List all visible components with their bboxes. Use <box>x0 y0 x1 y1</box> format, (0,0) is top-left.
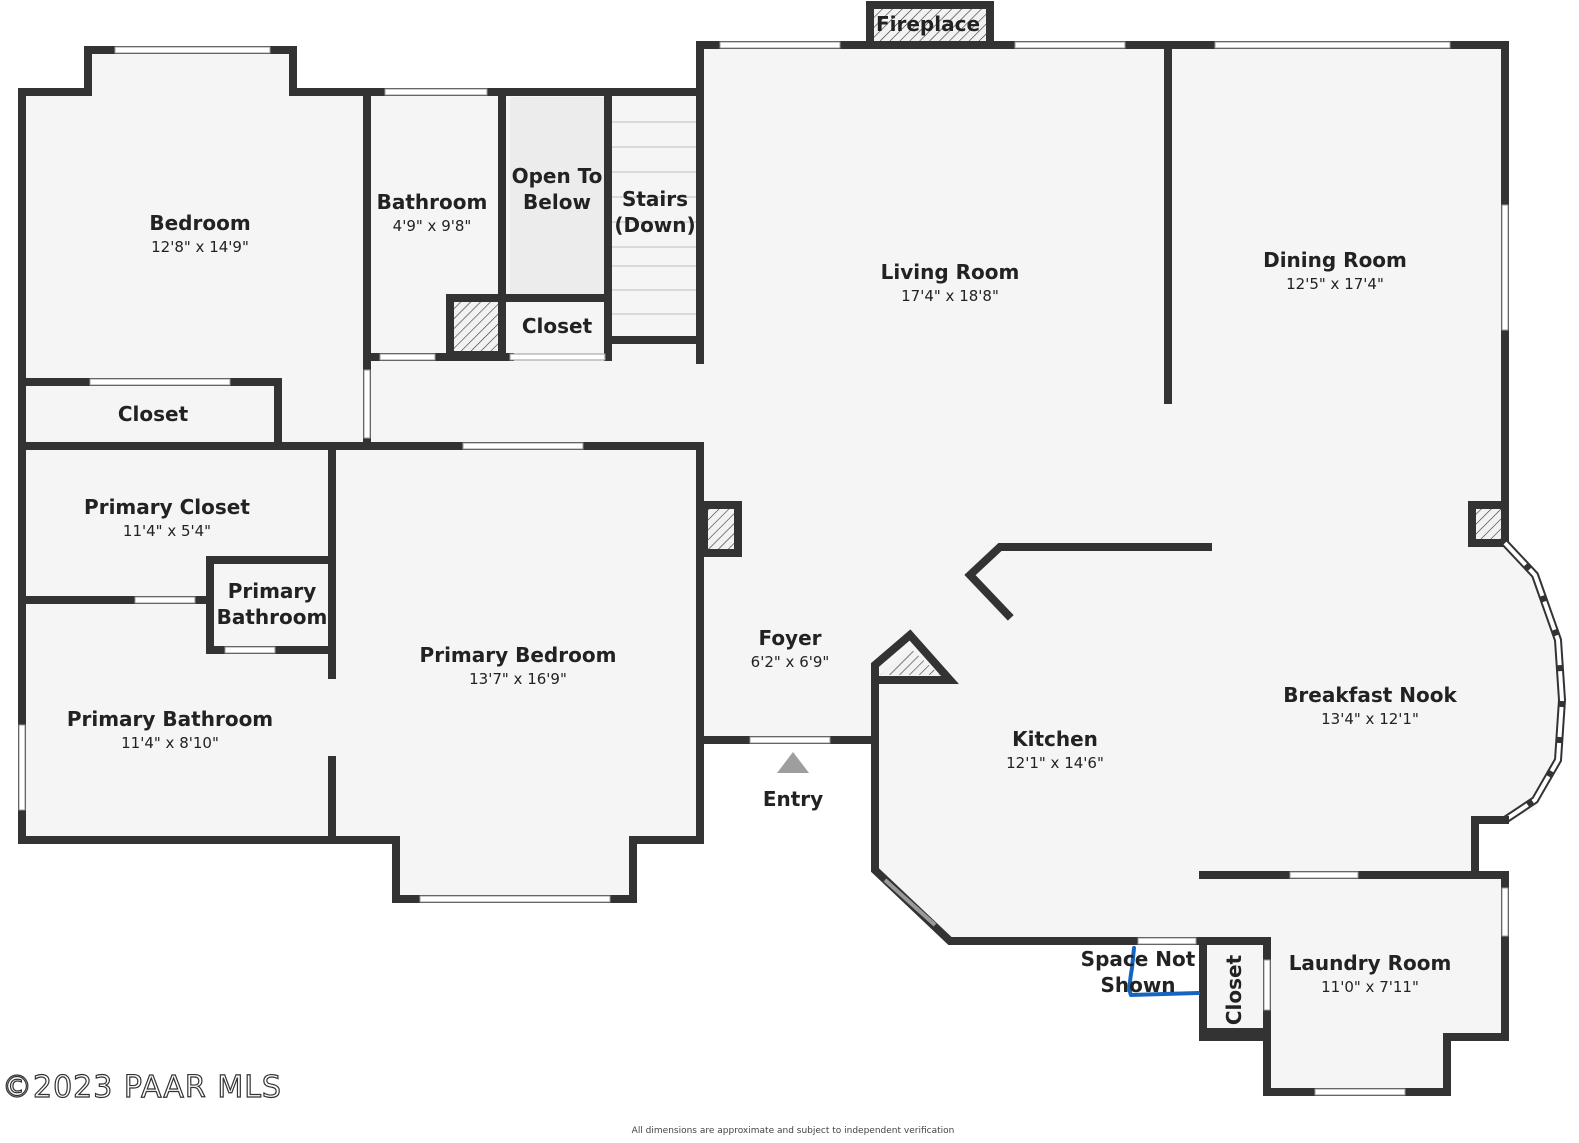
space-not-shown-label-1: Space Not <box>1081 947 1196 971</box>
primary-bathroom-small-label-1: Primary <box>228 579 317 603</box>
stairs-label-1: Stairs <box>622 187 688 211</box>
bathroom-dims: 4'9" x 9'8" <box>393 217 472 235</box>
bedroom-label: Bedroom <box>149 211 250 235</box>
primary-bedroom-dims: 13'7" x 16'9" <box>469 670 567 688</box>
living-room-label: Living Room <box>881 260 1020 284</box>
primary-bathroom-small-label-2: Bathroom <box>217 605 328 629</box>
primary-bedroom-label: Primary Bedroom <box>420 643 617 667</box>
primary-bathroom-label: Primary Bathroom <box>67 707 273 731</box>
breakfast-nook-label: Breakfast Nook <box>1283 683 1457 707</box>
fireplace-label: Fireplace <box>876 12 980 36</box>
closet-bedroom-label: Closet <box>118 402 189 426</box>
bathroom-label: Bathroom <box>377 190 488 214</box>
foyer-dims: 6'2" x 6'9" <box>751 653 830 671</box>
kitchen-dims: 12'1" x 14'6" <box>1006 754 1104 772</box>
dining-room-dims: 12'5" x 17'4" <box>1286 275 1384 293</box>
open-to-below-label-1: Open To <box>512 164 603 188</box>
breakfast-nook-dims: 13'4" x 12'1" <box>1321 710 1419 728</box>
stairs-label-2: (Down) <box>614 213 695 237</box>
primary-closet-dims: 11'4" x 5'4" <box>123 522 211 540</box>
laundry-room-label: Laundry Room <box>1289 951 1452 975</box>
open-to-below-label-2: Below <box>523 190 591 214</box>
entry-label: Entry <box>763 787 823 811</box>
windows <box>18 41 1509 1096</box>
laundry-closet-label: Closet <box>1222 954 1246 1025</box>
primary-bathroom-dims: 11'4" x 8'10" <box>121 734 219 752</box>
dining-room-label: Dining Room <box>1263 248 1407 272</box>
annotation-mark <box>1127 946 1200 998</box>
living-room-dims: 17'4" x 18'8" <box>901 287 999 305</box>
primary-closet-label: Primary Closet <box>84 495 250 519</box>
closet-upper-label: Closet <box>522 314 593 338</box>
floor-area <box>22 45 1560 1092</box>
foyer-label: Foyer <box>758 626 821 650</box>
footnote: All dimensions are approximate and subje… <box>632 1126 955 1136</box>
space-not-shown-label-2: Shown <box>1100 973 1175 997</box>
watermark: ©2023 PAAR MLS <box>2 1070 282 1105</box>
kitchen-label: Kitchen <box>1012 727 1098 751</box>
laundry-room-dims: 11'0" x 7'11" <box>1321 978 1419 996</box>
bedroom-dims: 12'8" x 14'9" <box>151 238 249 256</box>
entry-arrow-icon <box>777 752 809 773</box>
